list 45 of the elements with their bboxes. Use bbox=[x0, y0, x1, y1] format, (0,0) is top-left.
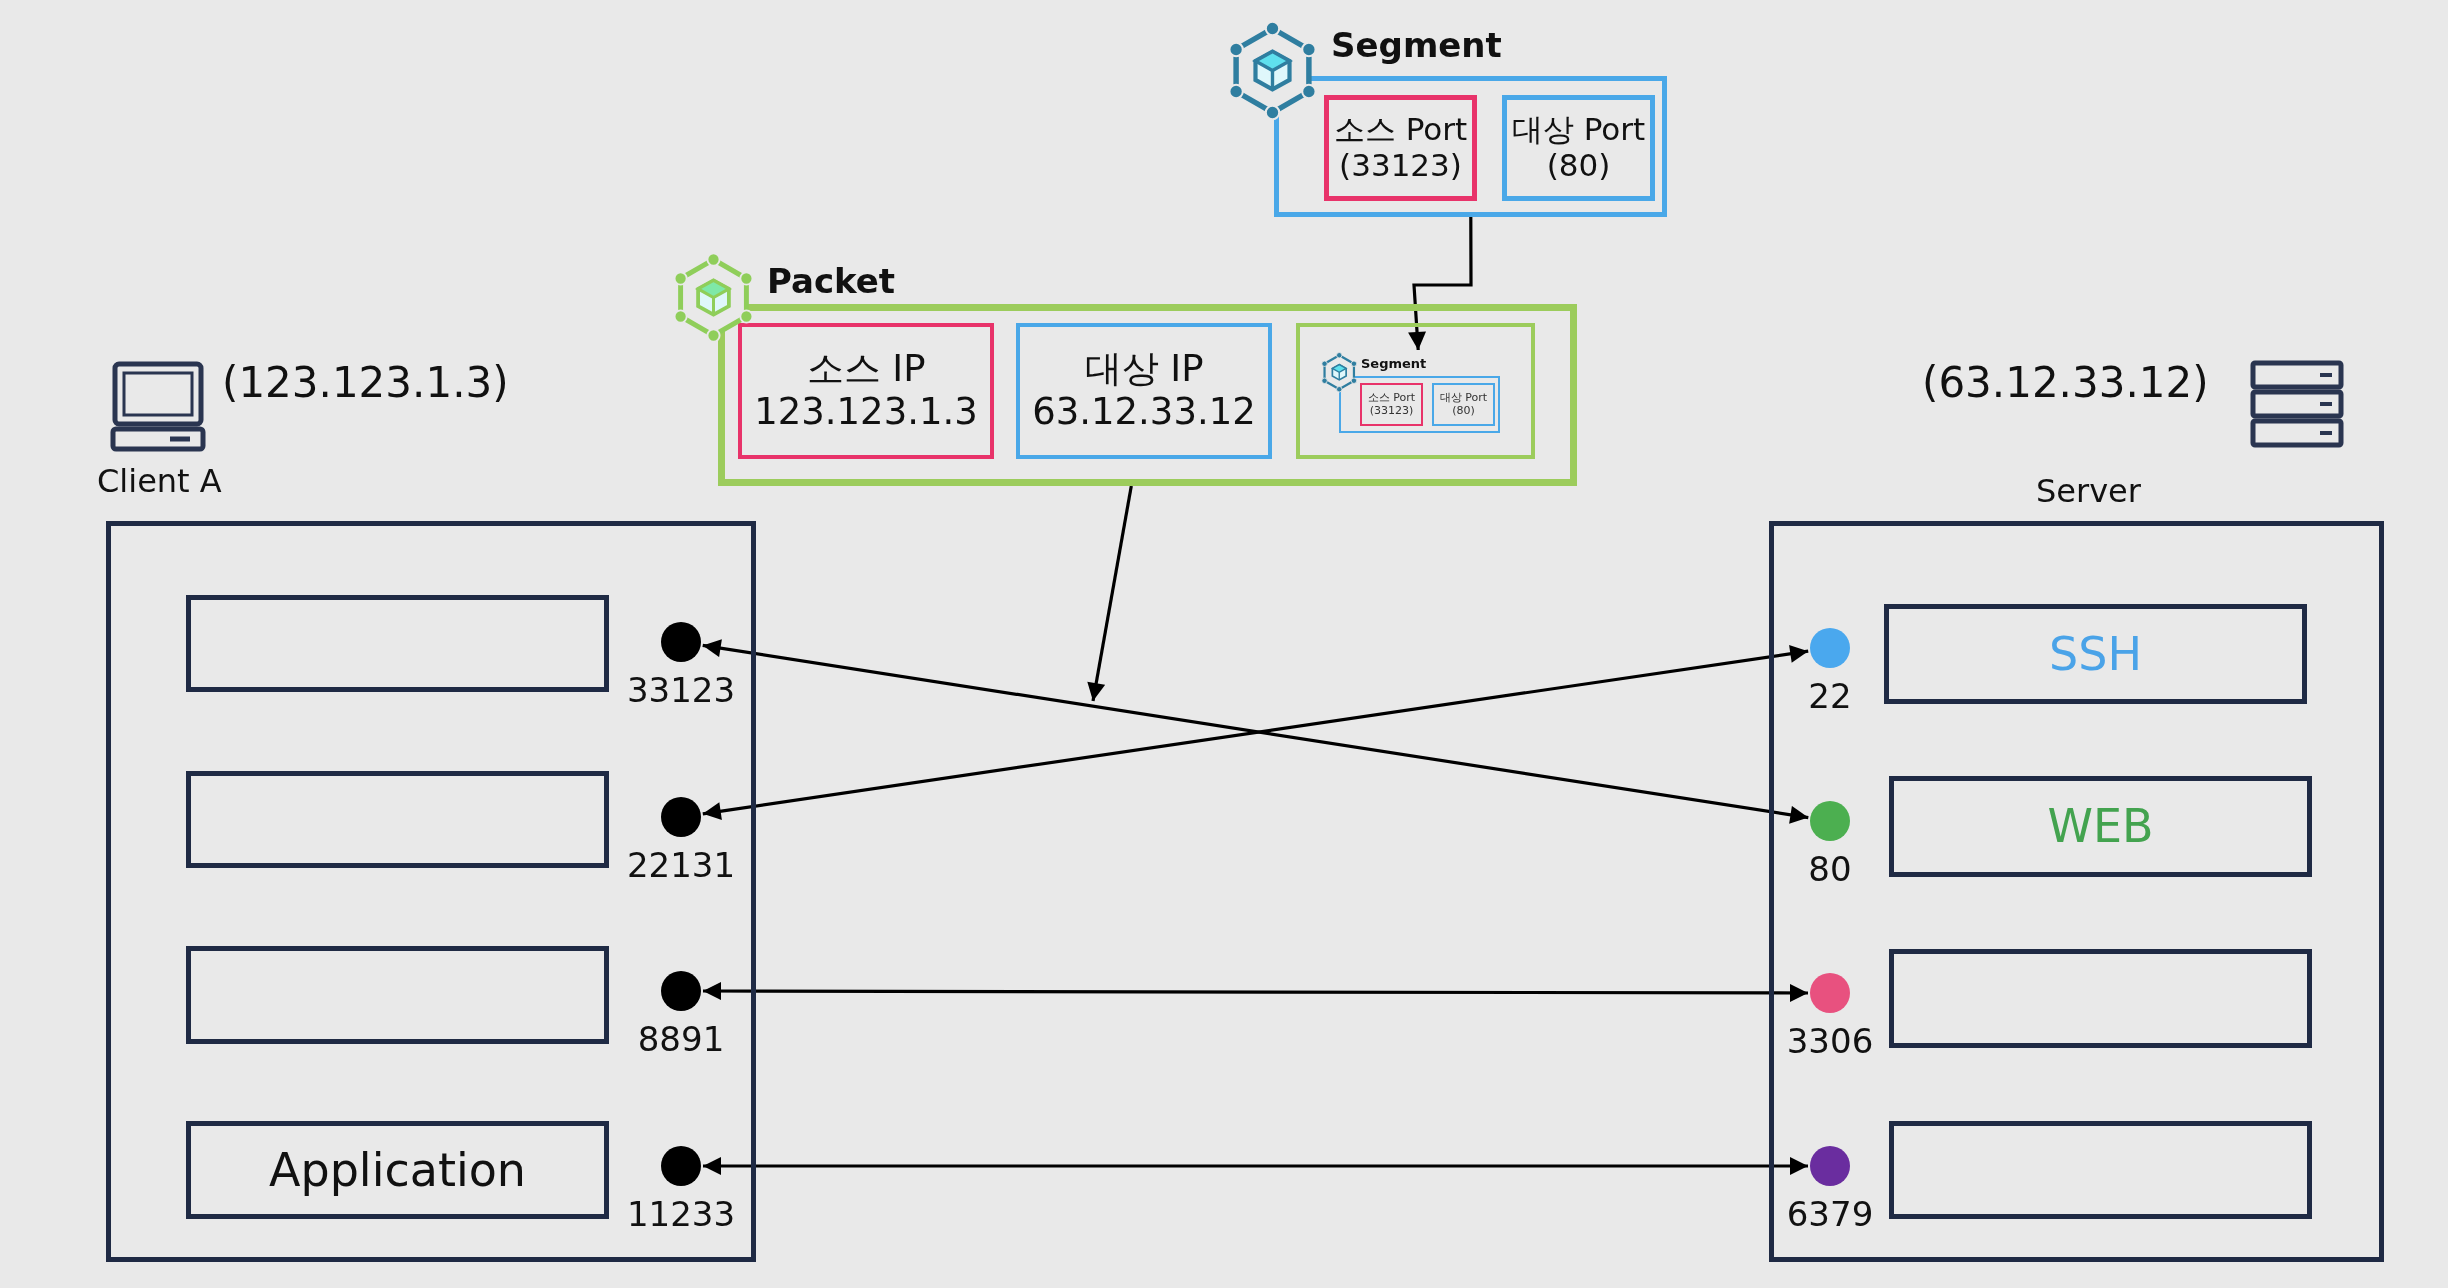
service-box bbox=[1889, 776, 2312, 877]
port-box bbox=[1502, 95, 1655, 201]
arrow bbox=[1087, 485, 1133, 702]
server-box bbox=[1769, 521, 2384, 1262]
box-label: 소스 IP 123.123.1.3 bbox=[753, 348, 979, 434]
port-box bbox=[1324, 95, 1477, 201]
ip-box bbox=[1016, 323, 1272, 459]
port-number: 6379 bbox=[1786, 1194, 1874, 1234]
arrow bbox=[703, 1157, 1808, 1175]
port-box bbox=[1360, 383, 1423, 426]
port-number: 3306 bbox=[1786, 1021, 1874, 1061]
box-label: 소스 Port (33123) bbox=[1366, 391, 1417, 418]
box-label: WEB bbox=[2047, 800, 2154, 853]
box-label: Application bbox=[269, 1143, 526, 1197]
service-box bbox=[1884, 604, 2307, 704]
ip-box bbox=[738, 323, 994, 459]
arrow bbox=[703, 982, 1808, 1002]
box-label: 대상 IP 63.12.33.12 bbox=[1031, 348, 1257, 434]
heading: Packet bbox=[767, 261, 896, 301]
port-number: 80 bbox=[1808, 849, 1852, 889]
port-number: 33123 bbox=[626, 670, 736, 710]
box-label: 소스 Port (33123) bbox=[1332, 112, 1469, 184]
port-number: 8891 bbox=[637, 1019, 725, 1059]
box-label: 대상 Port (80) bbox=[1510, 112, 1647, 184]
box-label: 대상 Port (80) bbox=[1438, 391, 1489, 418]
ip-address: (63.12.33.12) bbox=[1922, 358, 2209, 407]
segment-frame bbox=[1296, 323, 1535, 459]
program-box bbox=[186, 1121, 609, 1219]
heading: Segment bbox=[1361, 356, 1427, 371]
program-box bbox=[186, 771, 609, 868]
box-label: SSH bbox=[2049, 627, 2142, 681]
program-box bbox=[186, 595, 609, 692]
ip-address: (123.123.1.3) bbox=[222, 358, 509, 407]
program-box bbox=[186, 946, 609, 1044]
arrow bbox=[1408, 217, 1473, 351]
device-name: Server bbox=[2036, 472, 2141, 510]
device-name: Client A bbox=[97, 462, 222, 500]
client-box bbox=[106, 521, 756, 1262]
port-number: 22131 bbox=[626, 845, 736, 885]
port-number: 11233 bbox=[626, 1194, 736, 1234]
service-box bbox=[1889, 1121, 2312, 1219]
port-box bbox=[1432, 383, 1495, 426]
port-number: 22 bbox=[1808, 676, 1852, 716]
service-box bbox=[1889, 949, 2312, 1048]
heading: Segment bbox=[1331, 25, 1502, 65]
